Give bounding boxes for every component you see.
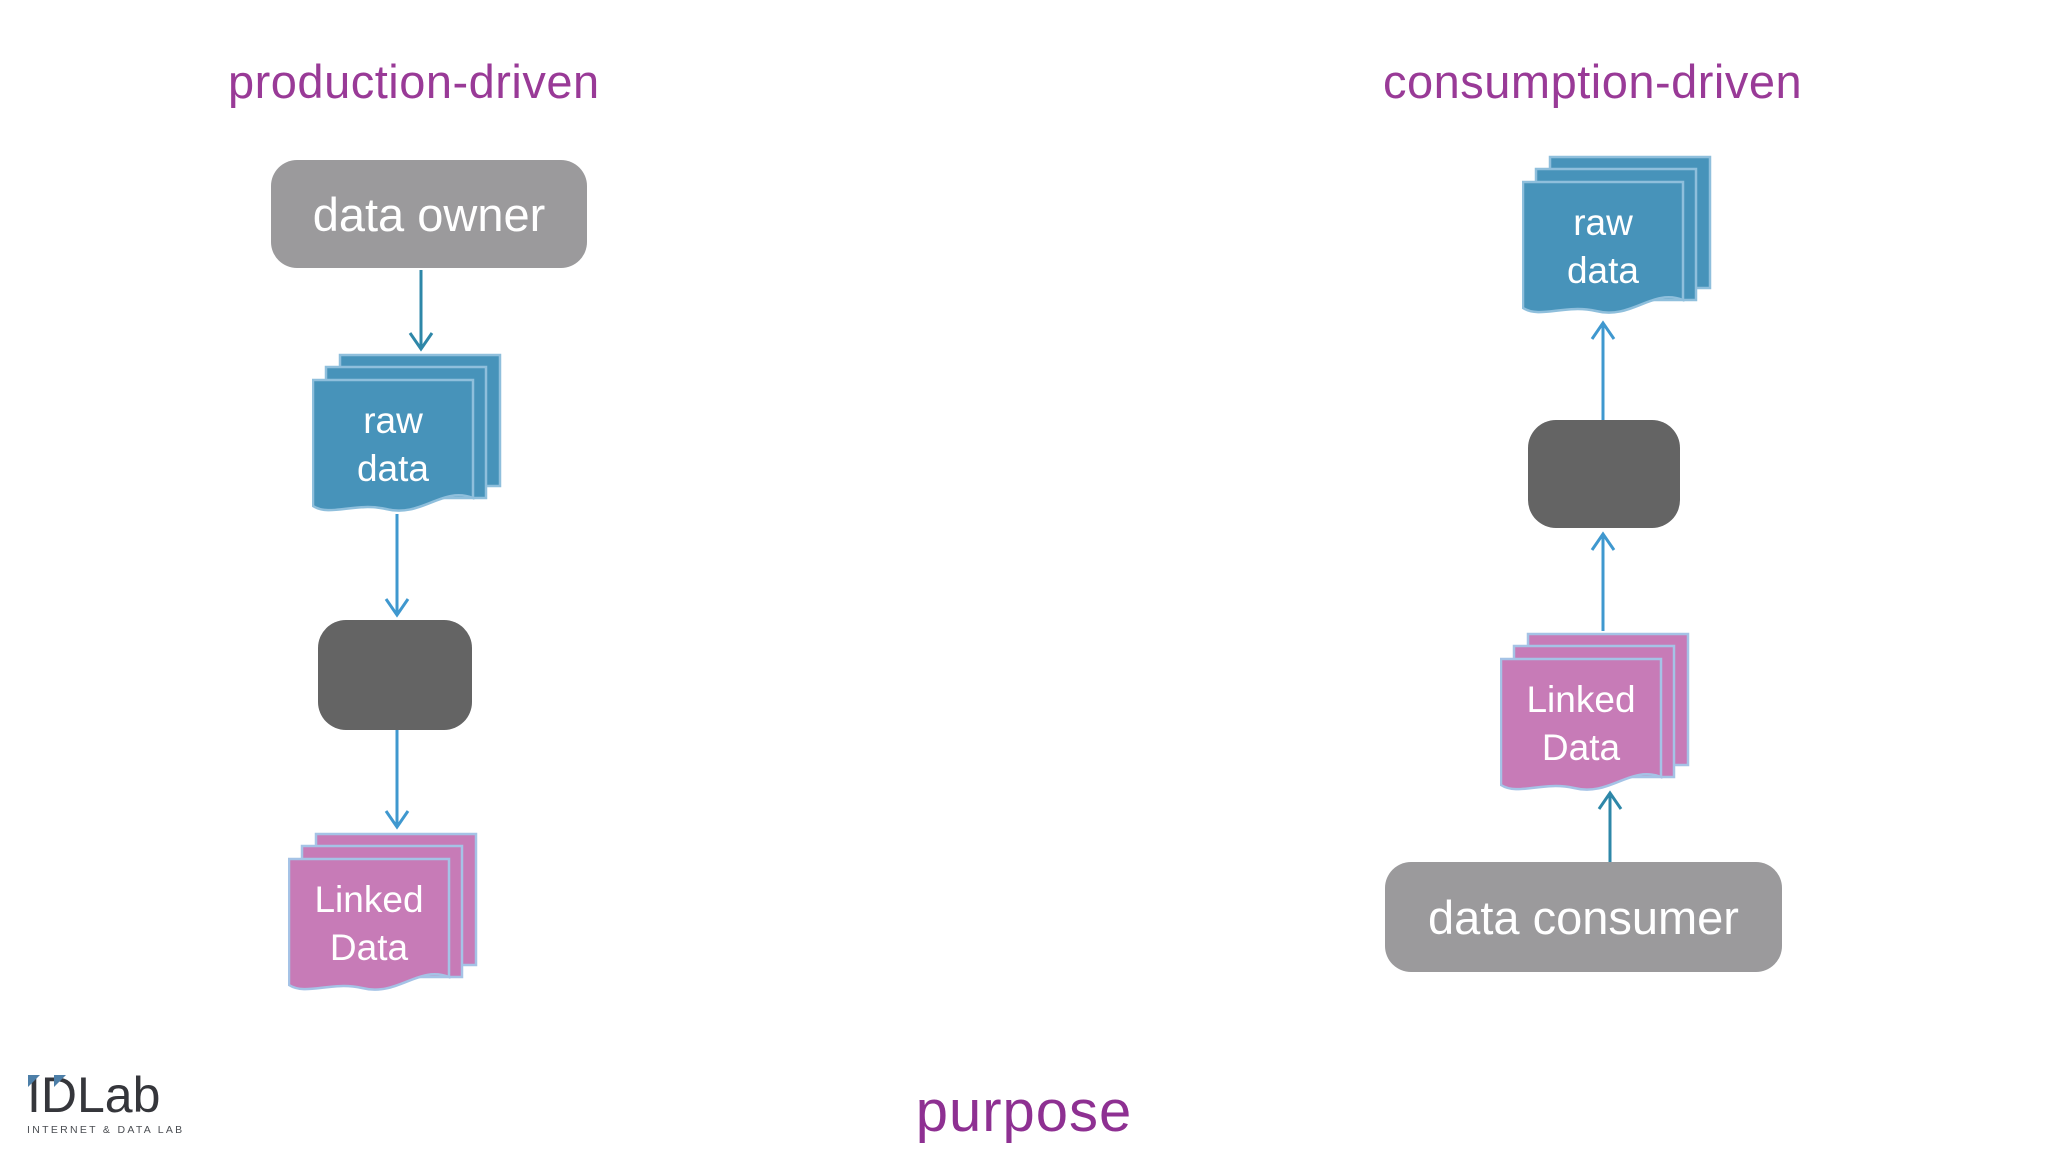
data-owner-box: data owner bbox=[271, 160, 587, 268]
data-owner-label: data owner bbox=[312, 187, 546, 241]
flow-arrow-down-raw-to-process bbox=[384, 514, 410, 618]
flow-arrow-down-owner-to-raw bbox=[408, 270, 434, 352]
linked-data-stack-left: Linked Data bbox=[288, 832, 478, 1004]
idlab-logo: IDLab INTERNET & DATA LAB bbox=[27, 1070, 184, 1136]
transform-box-right bbox=[1528, 420, 1680, 528]
flow-arrow-up-linked-to-process bbox=[1590, 531, 1616, 631]
document-stack-icon bbox=[1522, 155, 1712, 314]
data-consumer-box: data consumer bbox=[1385, 862, 1782, 972]
raw-data-label: raw data bbox=[356, 399, 429, 489]
linked-data-stack-right: Linked Data bbox=[1500, 632, 1690, 804]
purpose-caption: purpose bbox=[915, 1079, 1133, 1144]
raw-data-stack-right: raw data bbox=[1522, 155, 1712, 327]
logo-subtitle: INTERNET & DATA LAB bbox=[27, 1124, 185, 1136]
document-stack-icon bbox=[312, 353, 502, 512]
document-stack-icon bbox=[1500, 632, 1690, 791]
linked-data-label: Linked Data bbox=[314, 878, 424, 968]
raw-data-stack-left: raw data bbox=[312, 353, 502, 525]
consumption-driven-title: consumption-driven bbox=[1383, 55, 1803, 108]
document-stack-icon bbox=[288, 832, 478, 991]
flow-arrow-down-process-to-linked bbox=[384, 730, 410, 830]
data-consumer-label: data consumer bbox=[1428, 890, 1739, 944]
production-driven-title: production-driven bbox=[228, 55, 600, 108]
raw-data-label: raw data bbox=[1566, 201, 1639, 291]
transform-box-left bbox=[318, 620, 472, 730]
flow-arrow-up-consumer-to-linked bbox=[1597, 790, 1623, 863]
linked-data-label: Linked Data bbox=[1526, 678, 1636, 768]
flow-arrow-up-process-to-raw bbox=[1590, 320, 1616, 420]
logo-text: IDLab bbox=[27, 1067, 161, 1123]
